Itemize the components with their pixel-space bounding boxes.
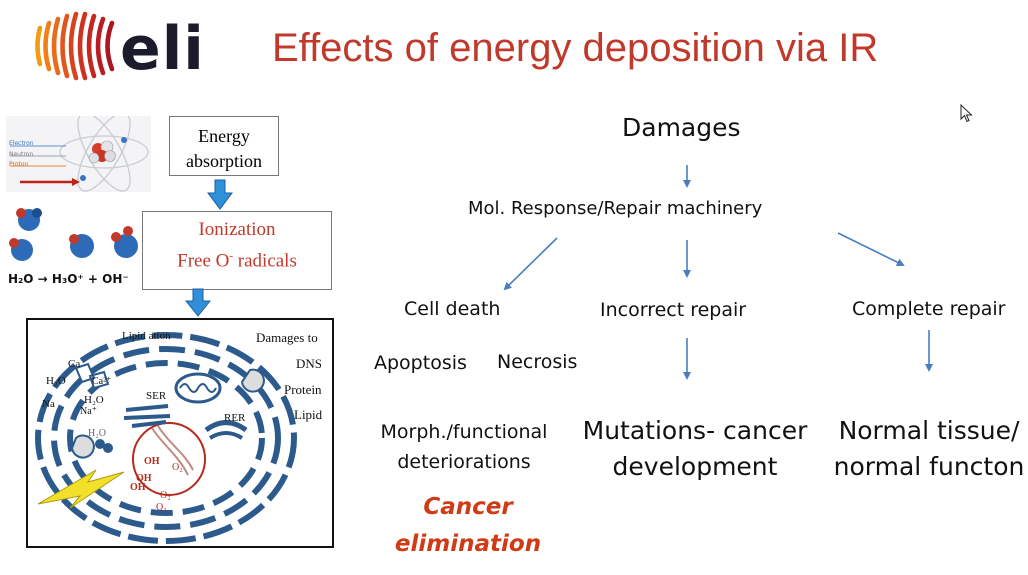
cancer-line2: elimination — [394, 531, 542, 557]
node-mutations-line1: Mutations- cancer — [582, 416, 808, 445]
cell-label-o2-3: O₂ — [156, 502, 167, 513]
node-normal-line2: normal functon — [833, 452, 1025, 481]
cell-label-h2o-3: H₂O — [88, 428, 106, 439]
cell-label-rer: RER — [224, 412, 246, 424]
mouse-cursor-icon — [960, 104, 973, 123]
node-normal: Normal tissue/ normal functon — [832, 413, 1026, 485]
cell-label-h2o-1: H₂O — [46, 375, 66, 387]
node-cell-death: Cell death — [404, 298, 501, 320]
ionization-label: Ionization — [198, 219, 276, 240]
cell-label-ca: Ca²⁺ — [92, 376, 112, 387]
node-mutations: Mutations- cancer development — [582, 413, 808, 485]
node-mol-response: Mol. Response/Repair machinery — [468, 198, 763, 219]
node-necrosis: Necrosis — [497, 351, 578, 373]
node-cancer-elimination: Cancer elimination — [380, 489, 556, 563]
water-equation: H₂O → H₃O⁺ + OH⁻ — [8, 272, 129, 286]
atom-label-electron: Electron — [9, 140, 34, 147]
cell-label-ca-top: Ca — [68, 358, 81, 370]
water-molecules-illustration — [9, 208, 138, 261]
cell-label-ser: SER — [146, 390, 167, 402]
atom-label-proton: Proton — [9, 161, 29, 168]
cancer-line1: Cancer — [423, 494, 513, 520]
atom-label-neutron: Neutron — [9, 151, 34, 158]
cell-label-o2-1: O₂ — [172, 462, 183, 473]
node-damages: Damages — [622, 113, 741, 142]
cell-label-oh-2: OH — [136, 473, 152, 484]
energy-absorption-box: Energy absorption — [169, 116, 279, 176]
node-apoptosis: Apoptosis — [374, 352, 467, 374]
cell-label-damages-to: Damages to — [256, 330, 318, 345]
cell-label-oh-3: OH — [130, 482, 146, 493]
page-title: Effects of energy deposition via IR — [272, 26, 879, 70]
cell-label-protein: Protein — [284, 382, 322, 397]
node-morph: Morph./functional deteriorations — [366, 417, 562, 477]
free-radicals-sup: - — [229, 250, 234, 262]
node-normal-line1: Normal tissue/ — [838, 416, 1020, 445]
free-radicals-label: Free O- radicals — [143, 250, 331, 272]
node-complete-repair: Complete repair — [852, 298, 1006, 320]
cell-label-dns: DNS — [296, 356, 323, 371]
cell-label-na-2: Na⁺ — [80, 406, 97, 417]
cell-label-o2-2: O₂ — [160, 490, 171, 501]
cell-label-h2o-2: H₂O — [84, 394, 104, 406]
eli-logo-mark — [35, 11, 115, 81]
node-morph-line1: Morph./functional — [380, 421, 548, 443]
atom-illustration — [6, 116, 151, 192]
cell-label-lipid-ation: Lipid ation — [122, 330, 171, 342]
arrow-to-complete-repair — [837, 232, 905, 266]
free-radicals-suffix: radicals — [233, 250, 297, 272]
node-incorrect-repair: Incorrect repair — [600, 299, 747, 321]
free-radicals-text: Free O — [177, 250, 230, 272]
arrow-to-cell-death — [503, 237, 558, 291]
cell-illustration — [35, 332, 297, 544]
down-arrow-icon — [207, 179, 233, 210]
logo-text: eli — [120, 14, 205, 84]
down-arrow-icon — [185, 288, 211, 317]
cell-label-lipid: Lipid — [294, 407, 323, 422]
node-mutations-line2: development — [612, 452, 778, 481]
cell-label-oh-1: OH — [144, 456, 160, 467]
cell-diagram: Damages to DNS Protein Lipid Lipid ation… — [26, 318, 334, 548]
node-morph-line2: deteriorations — [397, 451, 531, 473]
cell-label-na-1: Na — [42, 398, 55, 410]
ionization-box: Ionization Free O- radicals — [142, 211, 332, 290]
